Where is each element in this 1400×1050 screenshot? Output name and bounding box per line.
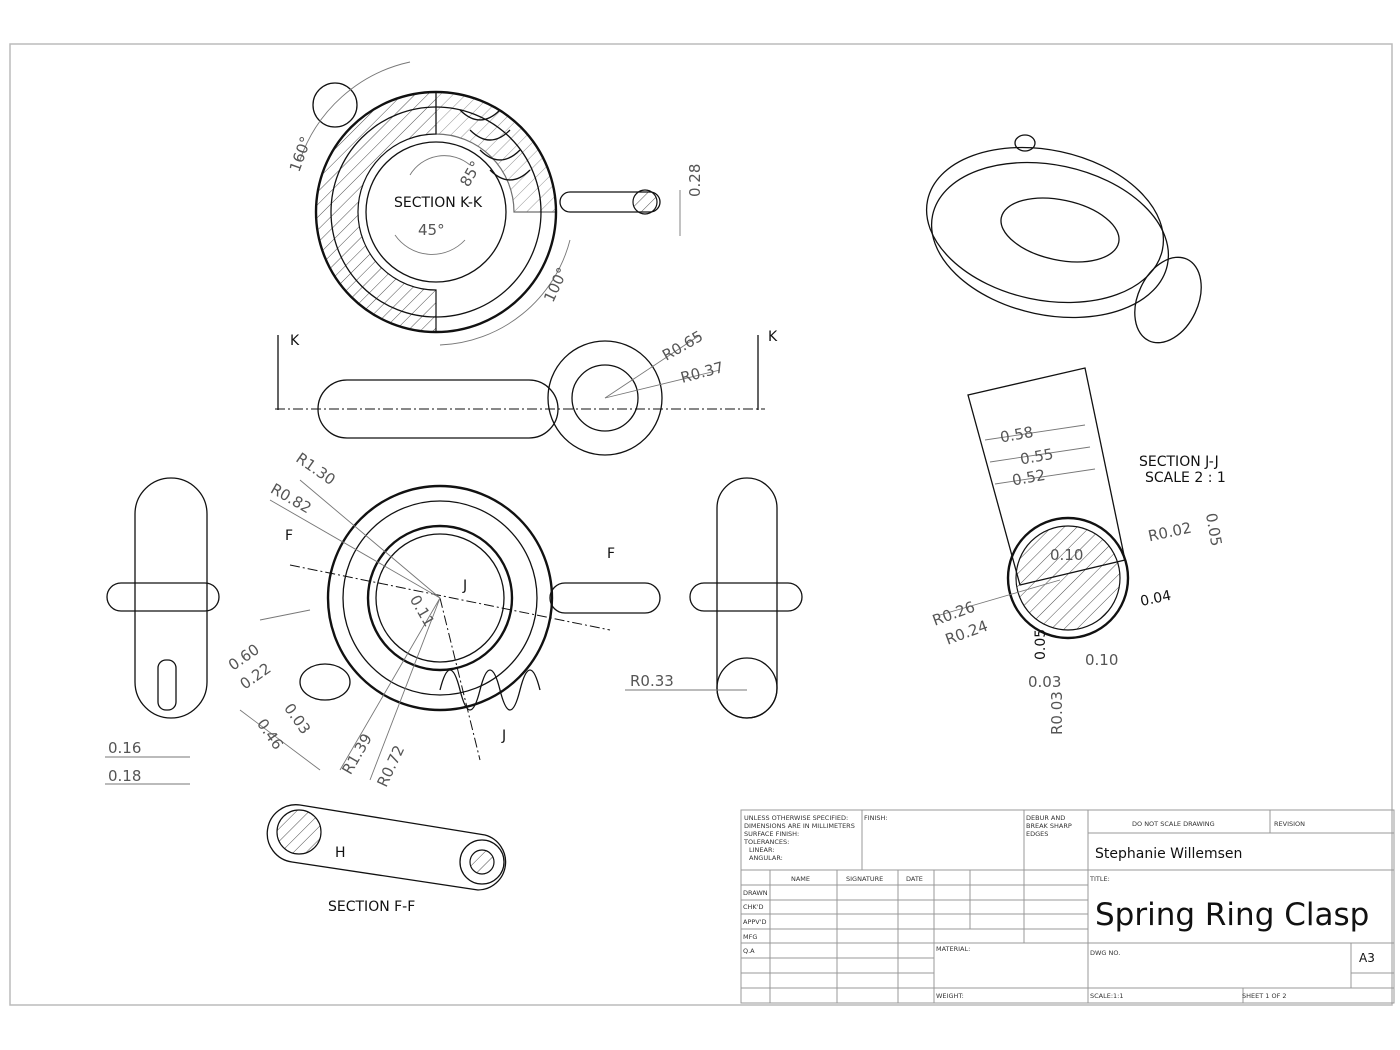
radius-label: R1.39 <box>338 731 376 778</box>
angle-label: 160° <box>286 134 315 174</box>
note: LINEAR: <box>749 846 774 854</box>
dimension-label: 0.52 <box>1011 466 1047 490</box>
dimension-label: 0.10 <box>1085 651 1118 669</box>
sheet-border <box>9 43 1393 1006</box>
section-marker: H <box>335 845 346 861</box>
note: DIMENSIONS ARE IN MILLIMETERS <box>744 822 855 830</box>
note: UNLESS OTHERWISE SPECIFIED: <box>744 814 848 822</box>
cut-label: F <box>607 546 615 562</box>
dimension-label: 0.28 <box>686 164 704 197</box>
weight-label: WEIGHT: <box>936 992 964 1000</box>
section-jj-scale: SCALE 2 : 1 <box>1145 470 1226 486</box>
header-date: DATE <box>906 875 923 883</box>
cut-label: J <box>501 728 506 744</box>
angle-label: 45° <box>418 221 445 239</box>
dimension-label: 0.04 <box>1139 588 1173 610</box>
section-kk-label: SECTION K-K <box>394 195 483 211</box>
finish-label: FINISH: <box>864 814 888 822</box>
debur-note: EDGES <box>1026 830 1048 838</box>
row-label: CHK'D <box>743 903 763 911</box>
section-kk-view: 160° 85° 45° 100° 0.28 SECTION K-K <box>286 61 704 346</box>
row-label: MFG <box>743 933 757 941</box>
sheet-size: A3 <box>1359 951 1375 965</box>
row-label: DRAWN <box>743 889 768 897</box>
radius-label: R0.37 <box>679 358 726 387</box>
row-label: APPV'D <box>743 918 767 926</box>
title-block: UNLESS OTHERWISE SPECIFIED: DIMENSIONS A… <box>740 809 1395 1004</box>
section-jj-label: SECTION J-J <box>1139 454 1219 470</box>
drawing-title: Spring Ring Clasp <box>1095 897 1369 933</box>
cut-label: K <box>290 333 300 349</box>
radius-label: R0.33 <box>630 672 674 690</box>
author: Stephanie Willemsen <box>1095 846 1242 862</box>
dimension-label: 0.18 <box>108 767 141 785</box>
dimension-label: 0.55 <box>1019 445 1055 469</box>
header-name: NAME <box>791 875 810 883</box>
revision-label: REVISION <box>1274 820 1305 828</box>
dimension-label: 0.58 <box>999 423 1035 447</box>
do-not-scale: DO NOT SCALE DRAWING <box>1132 820 1215 828</box>
material-label: MATERIAL: <box>936 945 970 953</box>
debur-note: DEBUR AND <box>1026 814 1065 822</box>
side-view: K K R0.65 R0.37 <box>275 327 778 456</box>
angle-label: 100° <box>540 265 572 305</box>
dimension-label: 0.05 <box>1202 512 1226 548</box>
row-label: Q.A <box>743 947 755 955</box>
front-view: R1.30 R0.82 R1.39 R0.72 F F J J 0.11 0.6… <box>225 449 661 790</box>
section-jj-view: 0.58 0.55 0.52 R0.02 0.05 0.10 R0.26 R0.… <box>930 367 1226 735</box>
dimension-label: 0.05 <box>1033 629 1049 660</box>
right-view: R0.33 <box>625 477 803 719</box>
dimension-label: 0.10 <box>1050 546 1083 564</box>
section-ff-label: SECTION F-F <box>328 899 415 915</box>
header-signature: SIGNATURE <box>846 875 883 883</box>
left-view: 0.16 0.18 <box>105 477 220 785</box>
note: ANGULAR: <box>749 854 783 862</box>
radius-label: R0.72 <box>373 742 408 789</box>
title-label: TITLE: <box>1089 875 1110 883</box>
scale-label: SCALE:1:1 <box>1090 992 1124 1000</box>
dimension-label: R0.03 <box>1048 691 1066 735</box>
radius-label: R1.30 <box>293 449 339 489</box>
sheet-label: SHEET 1 OF 2 <box>1242 992 1287 1000</box>
dimension-label: 0.03 <box>280 700 314 738</box>
angle-label: 85° <box>456 158 485 190</box>
isometric-view <box>925 134 1202 344</box>
radius-label: R0.65 <box>659 327 706 365</box>
dimension-label: 0.11 <box>406 592 438 630</box>
cut-label: F <box>285 528 293 544</box>
dimension-label: R0.02 <box>1147 519 1194 546</box>
cut-label: K <box>768 329 778 345</box>
note: SURFACE FINISH: <box>744 830 799 838</box>
dimension-label: 0.16 <box>108 739 141 757</box>
dimension-label: 0.03 <box>1028 673 1061 691</box>
dimension-label: 0.46 <box>253 715 287 753</box>
cut-label: J <box>462 578 467 594</box>
dwg-no-label: DWG NO. <box>1090 949 1120 957</box>
debur-note: BREAK SHARP <box>1026 822 1072 830</box>
section-ff-view: H SECTION F-F <box>266 804 507 915</box>
note: TOLERANCES: <box>743 838 789 846</box>
